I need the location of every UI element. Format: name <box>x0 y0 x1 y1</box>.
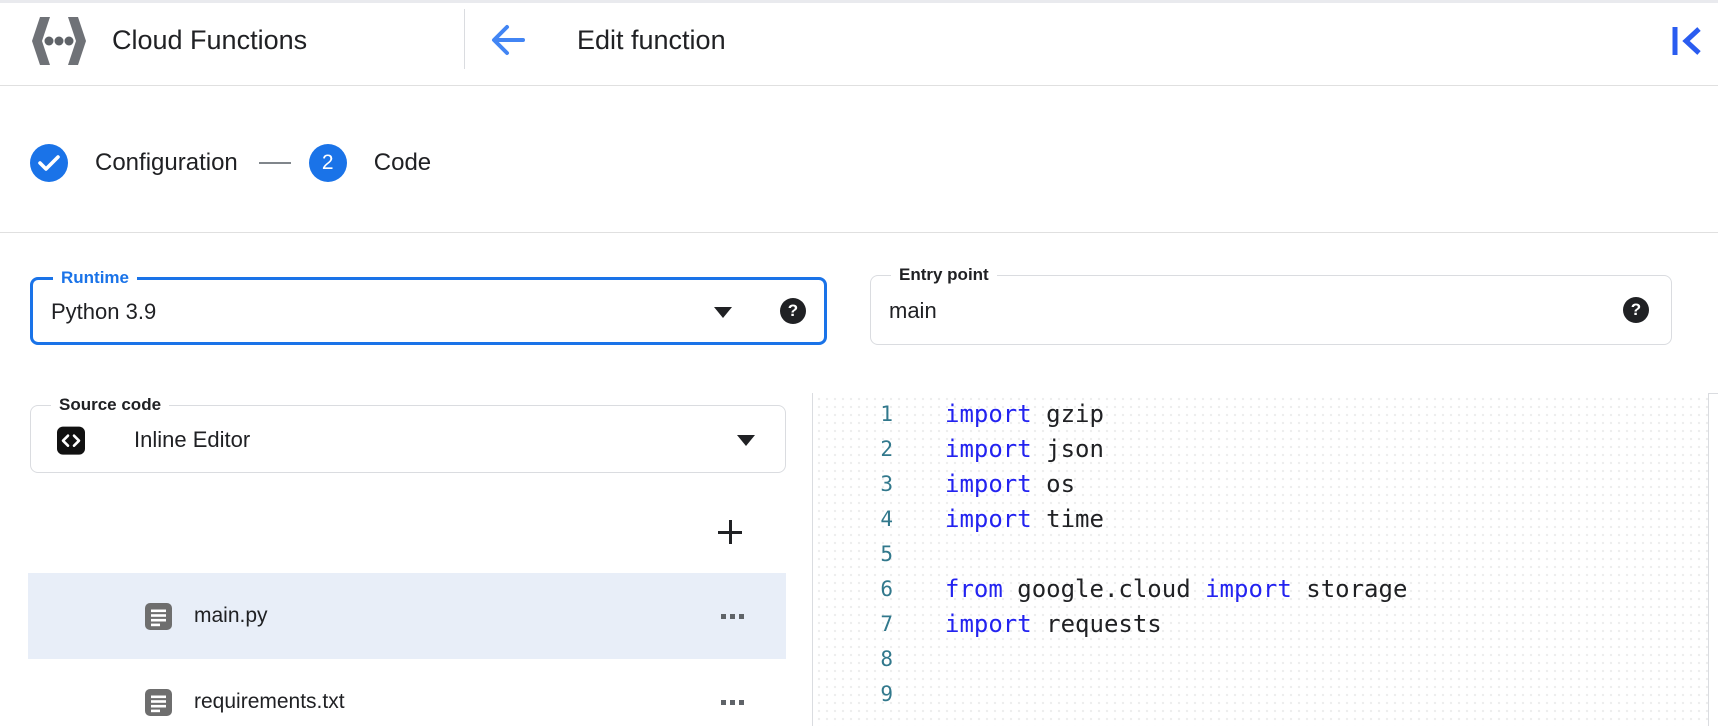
file-row-requirements.txt[interactable]: requirements.txt <box>28 659 786 726</box>
code-editor[interactable]: 1 import gzip 2 import json 3 import os 4 impor… <box>812 393 1708 726</box>
cloud-functions-logo-icon <box>32 17 86 65</box>
wizard-stepper: Configuration 2 Code <box>30 144 431 182</box>
code-line-3[interactable]: 3 import os <box>813 467 1708 502</box>
top-edge-strip <box>0 0 1718 3</box>
chevron-down-icon <box>714 307 732 318</box>
source-code-label: Source code <box>51 395 170 415</box>
step-connector <box>258 162 291 164</box>
inline-editor-icon <box>57 426 85 455</box>
entry-point-value: main <box>889 298 937 324</box>
source-code-select[interactable]: Source code Inline Editor <box>30 395 786 473</box>
back-button[interactable] <box>487 19 529 61</box>
editor-scrollbar[interactable] <box>1708 393 1718 726</box>
chevron-down-icon <box>737 435 755 446</box>
file-more-options-icon[interactable] <box>719 608 746 625</box>
step-code-label[interactable]: Code <box>373 149 432 176</box>
step-code-number: 2 <box>321 151 334 174</box>
code-line-9[interactable]: 9 <box>813 677 1708 712</box>
code-line-5[interactable]: 5 <box>813 537 1708 572</box>
code-text: import json <box>945 435 1104 463</box>
line-number: 4 <box>880 507 893 531</box>
entry-point-field[interactable]: Entry point main ? <box>870 265 1672 345</box>
file-name: main.py <box>194 604 268 627</box>
file-row-main.py[interactable]: main.py <box>28 573 786 659</box>
line-number: 2 <box>880 437 893 461</box>
line-number: 3 <box>880 472 893 496</box>
line-number: 7 <box>880 612 893 636</box>
line-number: 1 <box>880 402 893 426</box>
code-line-8[interactable]: 8 <box>813 642 1708 677</box>
step-code-circle[interactable]: 2 <box>308 144 347 182</box>
runtime-value: Python 3.9 <box>51 299 157 325</box>
app-header: Cloud Functions Edit function <box>0 3 1718 86</box>
code-text: import requests <box>945 610 1162 638</box>
page-title: Edit function <box>577 25 726 55</box>
runtime-label: Runtime <box>53 268 137 288</box>
entry-point-help-icon[interactable]: ? <box>1623 297 1649 323</box>
section-divider <box>0 232 1718 233</box>
line-number: 9 <box>880 682 893 706</box>
file-name: requirements.txt <box>194 690 345 713</box>
code-text: from google.cloud import storage <box>945 575 1408 603</box>
code-line-2[interactable]: 2 import json <box>813 432 1708 467</box>
entry-point-label: Entry point <box>891 265 997 285</box>
file-more-options-icon[interactable] <box>719 694 746 711</box>
collapse-panel-icon[interactable] <box>1670 23 1704 59</box>
runtime-select[interactable]: Runtime Python 3.9 ? <box>30 268 827 345</box>
step-configuration-check[interactable] <box>30 144 68 182</box>
code-line-4[interactable]: 4 import time <box>813 502 1708 537</box>
runtime-help-icon[interactable]: ? <box>780 298 806 324</box>
step-configuration-label[interactable]: Configuration <box>95 149 238 176</box>
file-icon <box>145 688 172 716</box>
header-divider <box>464 9 465 69</box>
line-number: 5 <box>880 542 893 566</box>
code-line-1[interactable]: 1 import gzip <box>813 397 1708 432</box>
line-number: 6 <box>880 577 893 601</box>
add-file-button[interactable] <box>716 518 744 546</box>
code-text: import os <box>945 470 1076 498</box>
code-text: import time <box>945 505 1104 533</box>
file-icon <box>145 602 172 630</box>
code-text: import gzip <box>945 400 1104 428</box>
check-icon <box>38 155 60 171</box>
line-number: 8 <box>880 647 893 671</box>
code-line-6[interactable]: 6 from google.cloud import storage <box>813 572 1708 607</box>
code-line-7[interactable]: 7 import requests <box>813 607 1708 642</box>
product-title: Cloud Functions <box>112 25 308 55</box>
source-code-value: Inline Editor <box>134 427 251 453</box>
